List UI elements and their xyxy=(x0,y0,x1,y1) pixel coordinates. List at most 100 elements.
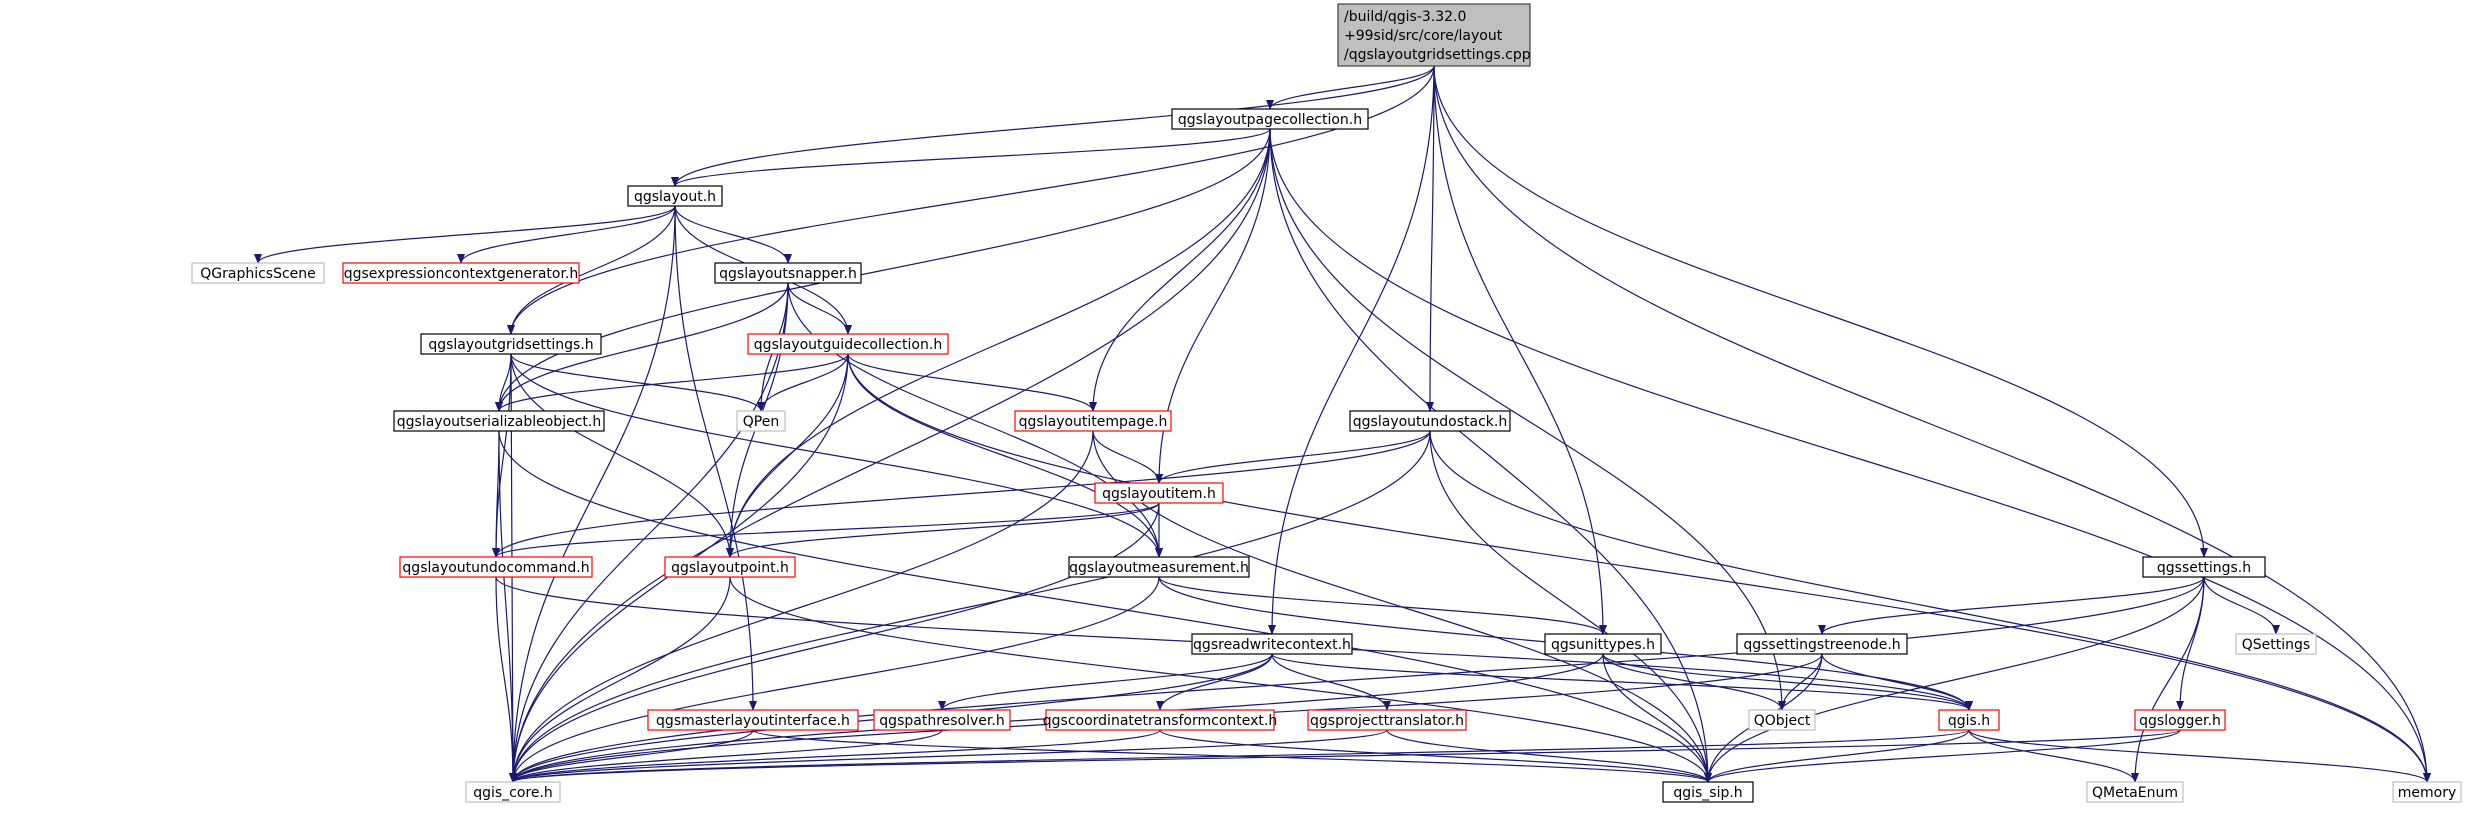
edge-pagecollection-to-memory xyxy=(1269,128,2431,783)
edge-item-to-qgiscore xyxy=(509,502,1160,783)
edge-root-to-unittypes xyxy=(1433,65,1607,635)
node-box-masterlayout xyxy=(647,709,859,731)
node-guidecollection[interactable]: qgslayoutguidecollection.h xyxy=(747,333,949,355)
edge-snapper-to-qgiscore xyxy=(509,282,789,783)
edge-point-to-qgissip xyxy=(729,576,1712,783)
node-layer: /build/qgis-3.32.0 +99sid/src/core/layout… xyxy=(191,3,2462,803)
node-box-coordtransform xyxy=(1045,709,1275,731)
root-title-line-2: +99sid/src/core/layout xyxy=(1344,28,1503,44)
node-box-itempage xyxy=(1014,410,1172,432)
edge-guidecollection-to-qpen xyxy=(757,353,849,412)
edge-root-to-settings xyxy=(1433,65,2208,558)
node-label-serializable: qgslayoutserializableobject.h xyxy=(397,414,601,430)
node-box-item xyxy=(1094,482,1224,504)
node-exprctxgen[interactable]: qgsexpressioncontextgenerator.h xyxy=(342,262,580,284)
node-readwrite[interactable]: qgsreadwritecontext.h xyxy=(1191,633,1353,655)
node-serializable[interactable]: qgslayoutserializableobject.h xyxy=(393,410,605,432)
edge-unittypes-to-qgissip xyxy=(1602,653,1712,783)
node-qpen: QPen xyxy=(736,410,786,432)
node-qgiscore: qgis_core.h xyxy=(465,781,561,803)
node-box-settings xyxy=(2142,556,2266,578)
node-label-memory: memory xyxy=(2398,785,2457,801)
edge-root-to-pagecollection xyxy=(1266,65,1435,110)
edge-masterlayout-to-qgiscore xyxy=(509,729,754,783)
edge-root-to-memory xyxy=(1433,65,2431,783)
edge-guidecollection-to-measurement xyxy=(847,353,1163,558)
node-qgis[interactable]: qgis.h xyxy=(1938,709,2000,731)
node-projtranslator[interactable]: qgsprojecttranslator.h xyxy=(1307,709,1467,731)
node-box-qmetaenum xyxy=(2086,781,2184,803)
node-label-undocommand: qgslayoutundocommand.h xyxy=(402,560,589,576)
node-qmetaenum: QMetaEnum xyxy=(2086,781,2184,803)
node-label-exprctxgen: qgsexpressioncontextgenerator.h xyxy=(344,266,579,282)
node-box-qobject xyxy=(1748,709,1816,731)
node-label-projtranslator: qgsprojecttranslator.h xyxy=(1310,713,1464,729)
node-label-readwrite: qgsreadwritecontext.h xyxy=(1193,637,1351,653)
node-box-exprctxgen xyxy=(342,262,580,284)
edge-snapper-to-serializable xyxy=(495,282,789,412)
node-point[interactable]: qgslayoutpoint.h xyxy=(664,556,796,578)
edge-item-to-undocommand xyxy=(492,502,1160,558)
node-measurement[interactable]: qgslayoutmeasurement.h xyxy=(1068,556,1250,578)
node-treenode[interactable]: qgssettingstreenode.h xyxy=(1736,633,1908,655)
root-title-line-3: /qgslayoutgridsettings.cpp xyxy=(1344,47,1531,63)
node-undostack[interactable]: qgslayoutundostack.h xyxy=(1349,410,1511,432)
node-box-gridsettings xyxy=(420,333,602,355)
node-itempage[interactable]: qgslayoutitempage.h xyxy=(1014,410,1172,432)
node-label-snapper: qgslayoutsnapper.h xyxy=(719,266,857,282)
node-item[interactable]: qgslayoutitem.h xyxy=(1094,482,1224,504)
edge-itempage-to-qgiscore xyxy=(509,430,1094,783)
edge-settings-to-treenode xyxy=(1818,576,2205,635)
node-logger[interactable]: qgslogger.h xyxy=(2134,709,2226,731)
node-layout[interactable]: qgslayout.h xyxy=(627,185,723,207)
node-qgissip[interactable]: qgis_sip.h xyxy=(1662,781,1754,803)
node-gridsettings[interactable]: qgslayoutgridsettings.h xyxy=(420,333,602,355)
node-unittypes[interactable]: qgsunittypes.h xyxy=(1544,633,1662,655)
node-pathresolver[interactable]: qgspathresolver.h xyxy=(873,709,1011,731)
node-box-memory xyxy=(2392,781,2462,803)
edge-pagecollection-to-qgissip xyxy=(1269,128,1712,783)
edge-projtranslator-to-qgiscore xyxy=(509,729,1388,783)
node-snapper[interactable]: qgslayoutsnapper.h xyxy=(714,262,862,284)
node-box-root xyxy=(1337,3,1531,67)
edge-root-to-undostack xyxy=(1426,65,1435,412)
node-box-pagecollection xyxy=(1171,108,1369,130)
edge-item-to-point xyxy=(726,502,1160,558)
node-box-unittypes xyxy=(1544,633,1662,655)
edge-guidecollection-to-serializable xyxy=(495,353,849,412)
node-box-qpen xyxy=(736,410,786,432)
node-undocommand[interactable]: qgslayoutundocommand.h xyxy=(399,556,593,578)
node-label-coordtransform: qgscoordinatetransformcontext.h xyxy=(1043,713,1277,729)
node-settings[interactable]: qgssettings.h xyxy=(2142,556,2266,578)
node-box-qgissip xyxy=(1662,781,1754,803)
node-label-masterlayout: qgsmasterlayoutinterface.h xyxy=(656,713,850,729)
edge-undostack-to-item xyxy=(1155,430,1431,484)
edge-coordtransform-to-qgissip xyxy=(1159,729,1712,783)
edge-pagecollection-to-layout xyxy=(671,128,1271,187)
node-masterlayout[interactable]: qgsmasterlayoutinterface.h xyxy=(647,709,859,731)
node-box-serializable xyxy=(393,410,605,432)
node-root[interactable]: /build/qgis-3.32.0 +99sid/src/core/layout… xyxy=(1337,3,1531,67)
edge-treenode-to-qgis xyxy=(1821,653,1973,711)
node-coordtransform[interactable]: qgscoordinatetransformcontext.h xyxy=(1043,709,1277,731)
edge-settings-to-logger xyxy=(2176,576,2205,711)
edge-snapper-to-guidecollection xyxy=(787,282,852,335)
node-label-logger: qgslogger.h xyxy=(2139,713,2221,729)
node-qsettings: QSettings xyxy=(2235,633,2317,655)
node-box-guidecollection xyxy=(747,333,949,355)
edge-measurement-to-qgiscore xyxy=(509,576,1160,783)
node-box-graphicsscene xyxy=(191,262,325,284)
node-box-qgiscore xyxy=(465,781,561,803)
edge-coordtransform-to-qgiscore xyxy=(509,729,1161,783)
edge-undostack-to-memory xyxy=(1429,430,2431,783)
edge-measurement-to-unittypes xyxy=(1158,576,1607,635)
edge-settings-to-qmetaenum xyxy=(2131,576,2205,783)
node-box-measurement xyxy=(1068,556,1250,578)
root-title-line-1: /build/qgis-3.32.0 xyxy=(1344,9,1466,25)
edge-projtranslator-to-qgissip xyxy=(1386,729,1712,783)
node-pagecollection[interactable]: qgslayoutpagecollection.h xyxy=(1171,108,1369,130)
edge-layout-to-exprctxgen xyxy=(457,205,676,264)
edge-undostack-to-qgissip xyxy=(1429,430,1712,783)
node-label-treenode: qgssettingstreenode.h xyxy=(1743,637,1900,653)
